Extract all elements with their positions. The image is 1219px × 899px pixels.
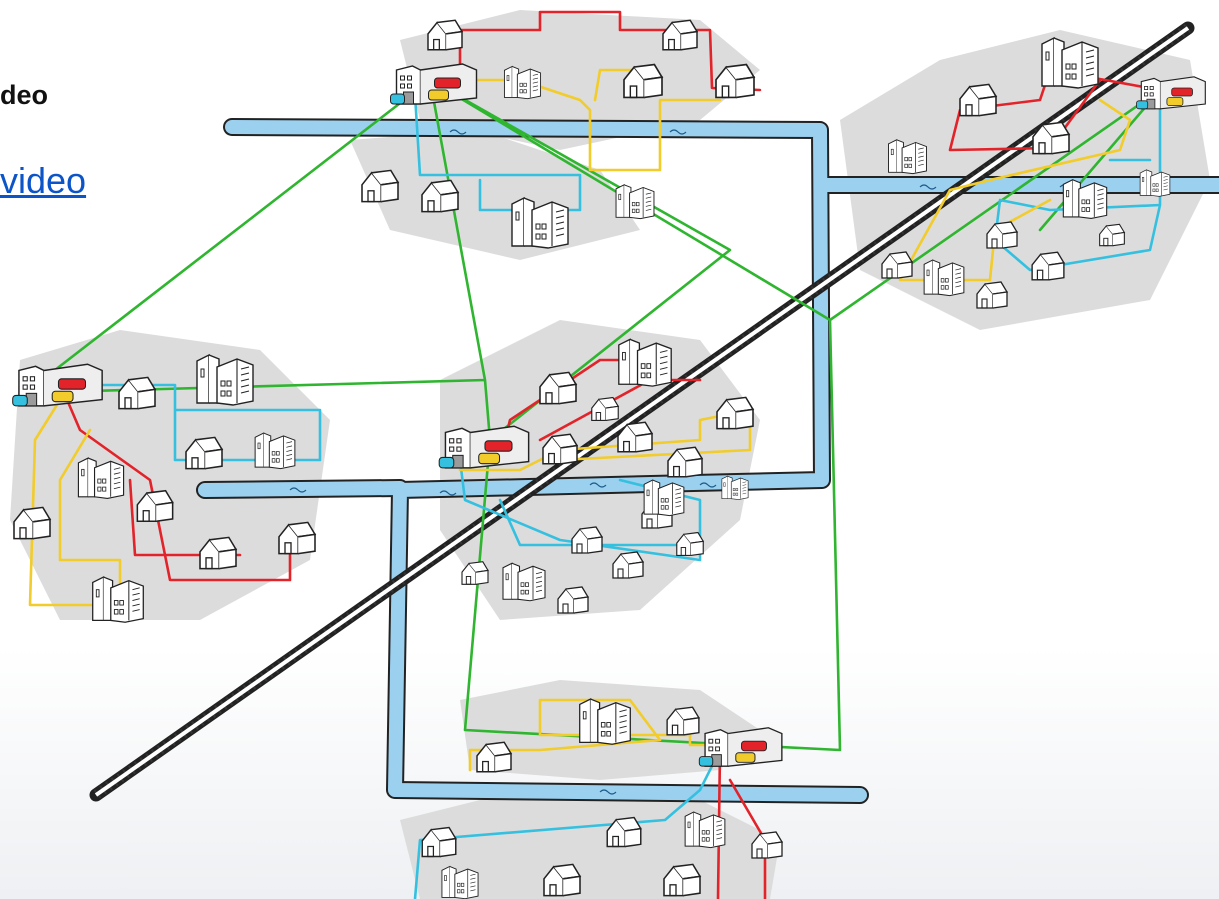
distribution-center-icon bbox=[391, 64, 477, 104]
house-icon bbox=[428, 20, 462, 49]
distribution-center-icon bbox=[699, 728, 782, 766]
distribution-center-icon bbox=[13, 364, 102, 406]
slide-title: deo bbox=[0, 80, 48, 111]
distribution-center-icon bbox=[439, 426, 528, 468]
video-link[interactable]: video bbox=[0, 160, 86, 202]
office-building-icon bbox=[616, 185, 654, 219]
distribution-center-icon bbox=[1137, 77, 1206, 109]
